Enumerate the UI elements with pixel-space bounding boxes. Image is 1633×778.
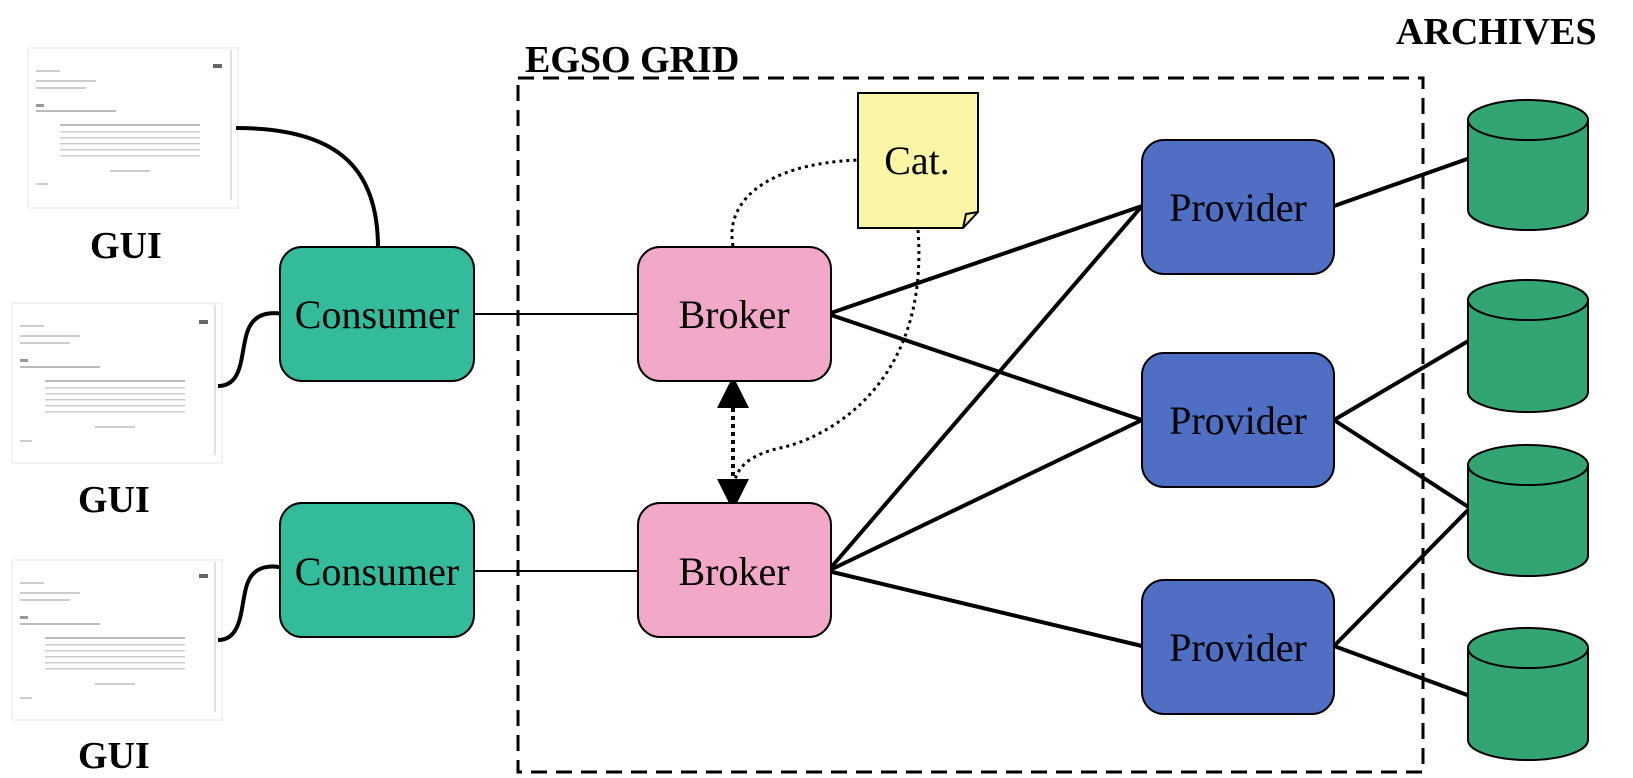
provider3-archive3-link (1332, 506, 1472, 648)
archives-title: ARCHIVES (1396, 11, 1597, 53)
provider-node-2[interactable]: Provider (1141, 352, 1335, 488)
provider-node-1[interactable]: Provider (1141, 139, 1335, 275)
provider1-archive1-link (1333, 156, 1471, 208)
gui1-consumer1-link (235, 126, 380, 249)
catalog-node[interactable]: Cat. (857, 92, 979, 229)
egso-grid-title: EGSO GRID (525, 39, 739, 81)
provider-label-1: Provider (1169, 185, 1307, 230)
broker1-catalog-link (730, 158, 859, 247)
broker1-provider2-link (827, 312, 1143, 422)
gui-label-3: GUI (78, 735, 150, 777)
consumer-label-2: Consumer (295, 549, 459, 594)
provider-label-3: Provider (1169, 625, 1307, 670)
catalog-label: Cat. (884, 138, 950, 183)
gui2-consumer1-link (217, 311, 285, 388)
broker2-provider3-link (827, 569, 1143, 648)
broker-node-2[interactable]: Broker (637, 502, 832, 638)
broker2-provider1-link (826, 204, 1144, 573)
provider-label-2: Provider (1169, 398, 1307, 443)
gui3-consumer2-link (217, 564, 285, 642)
broker-node-1[interactable]: Broker (637, 246, 832, 382)
archive-database-icon-2[interactable] (1467, 279, 1589, 413)
gui-window-3[interactable] (11, 559, 223, 721)
gui-window-2[interactable] (11, 302, 223, 464)
gui-label-1: GUI (90, 225, 162, 267)
provider2-archive2-link (1332, 338, 1472, 422)
provider3-archive4-link (1333, 644, 1471, 698)
consumer-node-1[interactable]: Consumer (279, 246, 475, 382)
provider2-archive3-link (1332, 418, 1472, 510)
archive-database-icon-3[interactable] (1467, 444, 1589, 577)
broker-label-1: Broker (678, 292, 789, 337)
broker2-provider2-link (827, 418, 1143, 573)
broker1-provider1-link (827, 204, 1143, 316)
provider-node-3[interactable]: Provider (1141, 579, 1335, 715)
consumer-node-2[interactable]: Consumer (279, 502, 475, 638)
broker-label-2: Broker (678, 549, 789, 594)
gui-label-2: GUI (78, 479, 150, 521)
consumer-label-1: Consumer (295, 292, 459, 337)
egso-grid-boundary (516, 76, 1425, 774)
gui-window-1[interactable] (27, 47, 239, 209)
archive-database-icon-4[interactable] (1467, 627, 1589, 761)
archive-database-icon-1[interactable] (1467, 99, 1589, 231)
